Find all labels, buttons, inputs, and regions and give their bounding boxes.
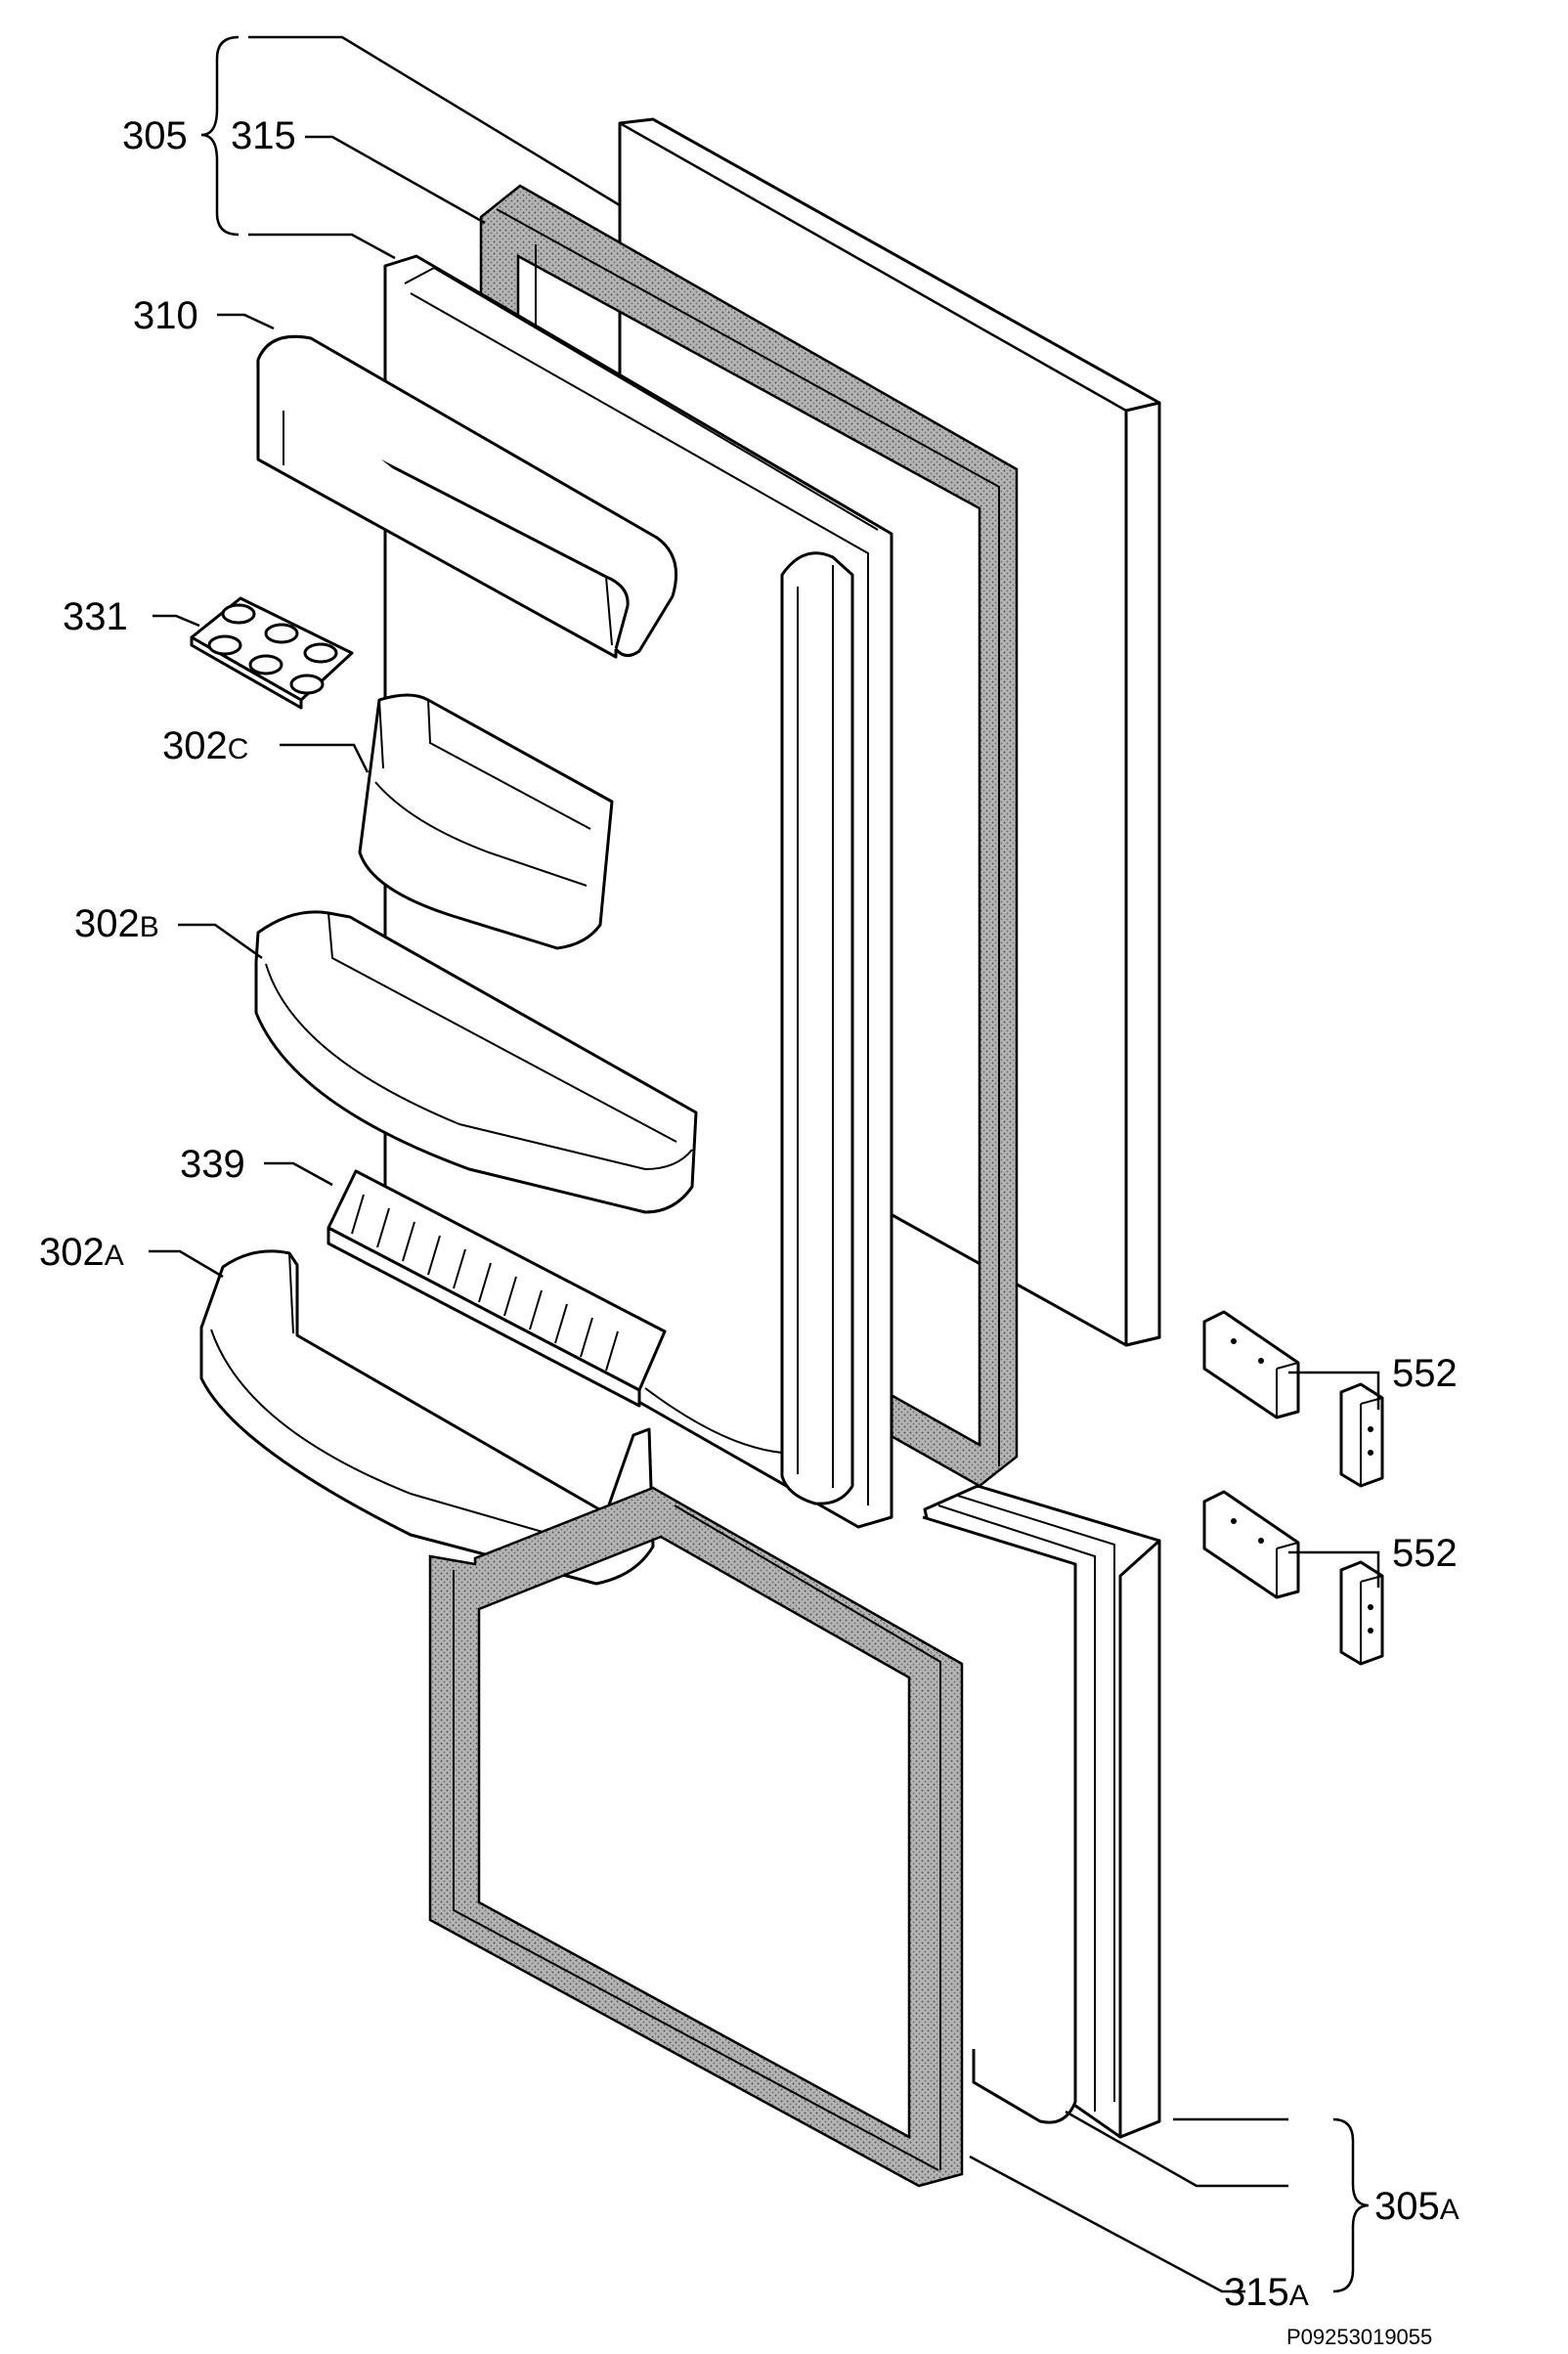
label-302a-suffix: A <box>105 1240 124 1272</box>
brace-305 <box>200 35 240 237</box>
egg-tray <box>190 596 354 710</box>
small-door-shelf <box>358 693 614 950</box>
lower-door-outer-panel <box>922 1484 1161 2139</box>
label-302c-number: 302 <box>162 724 228 767</box>
label-305a-number: 305 <box>1374 2185 1440 2228</box>
brace-305a <box>1332 2117 1370 2293</box>
label-305: 305 <box>122 114 188 157</box>
label-315a-suffix: A <box>1289 2280 1309 2312</box>
leader-lines <box>149 35 1380 2293</box>
label-305a-suffix: A <box>1440 2194 1459 2226</box>
label-302a-number: 302 <box>39 1231 105 1274</box>
label-552-upper: 552 <box>1392 1352 1458 1395</box>
dairy-compartment-lid <box>256 334 678 659</box>
label-302c: 302C <box>162 724 248 767</box>
label-331: 331 <box>63 595 128 638</box>
medium-door-shelf <box>254 910 698 1214</box>
hinge-bracket-upper <box>1202 1310 1384 1488</box>
label-552-lower: 552 <box>1392 1532 1458 1575</box>
label-315a-number: 315 <box>1224 2271 1289 2314</box>
drawing-code: P09253019055 <box>1286 2325 1432 2349</box>
lower-door-gasket <box>428 1486 964 2188</box>
label-339: 339 <box>180 1143 245 1186</box>
bottle-grille <box>327 1169 667 1408</box>
label-305a: 305A <box>1374 2185 1459 2228</box>
label-315: 315 <box>231 114 296 157</box>
label-302b-suffix: B <box>140 911 159 943</box>
label-302c-suffix: C <box>228 733 249 765</box>
label-302b-number: 302 <box>74 902 140 945</box>
hinge-bracket-lower <box>1202 1490 1384 1666</box>
label-302b: 302B <box>74 902 159 945</box>
label-310: 310 <box>133 294 198 337</box>
label-315a: 315A <box>1224 2271 1309 2314</box>
label-302a: 302A <box>39 1231 124 1274</box>
